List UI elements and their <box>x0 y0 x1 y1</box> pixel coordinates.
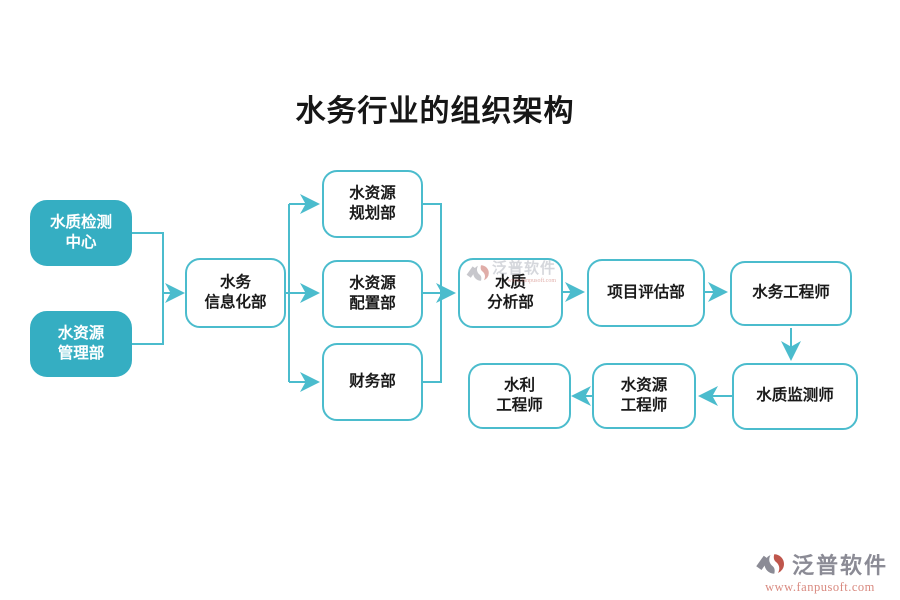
node-label: 水资源 管理部 <box>57 324 105 362</box>
org-node-finance-dept: 财务部 <box>322 343 423 421</box>
node-label: 水资源 工程师 <box>620 376 668 414</box>
org-node-quality-testing-center: 水质检测 中心 <box>30 200 132 266</box>
node-label: 水利 工程师 <box>496 376 543 414</box>
org-node-quality-monitor: 水质监测师 <box>732 363 858 430</box>
org-node-resource-planning-dept: 水资源 规划部 <box>322 170 423 238</box>
page-title: 水务行业的组织架构 <box>295 95 575 128</box>
org-node-water-resource-management: 水资源 管理部 <box>30 311 132 377</box>
brand-row: 泛普软件 <box>752 548 888 580</box>
org-node-water-informatization-dept: 水务 信息化部 <box>185 258 286 328</box>
fanpu-logo-icon <box>756 554 784 574</box>
org-node-water-engineer: 水务工程师 <box>730 261 852 326</box>
org-node-quality-analysis-dept: 水质 分析部 <box>458 258 563 328</box>
org-node-project-evaluation-dept: 项目评估部 <box>587 259 705 327</box>
node-label: 水质 分析部 <box>487 273 534 311</box>
node-label: 水质检测 中心 <box>49 213 112 251</box>
node-label: 水质监测师 <box>756 387 834 405</box>
org-node-resource-allocation-dept: 水资源 配置部 <box>322 260 423 328</box>
node-label: 水务工程师 <box>752 284 830 302</box>
node-label: 水资源 规划部 <box>349 184 396 222</box>
fanpu-brand-block: 泛普软件 www.fanpusoft.com <box>752 548 888 595</box>
node-label: 项目评估部 <box>607 283 685 301</box>
brand-url: www.fanpusoft.com <box>765 580 875 594</box>
org-node-resource-engineer: 水资源 工程师 <box>592 363 696 429</box>
brand-name: 泛普软件 <box>792 553 889 578</box>
node-label: 水务 信息化部 <box>204 273 267 311</box>
node-label: 水资源 配置部 <box>349 274 396 312</box>
org-node-hydraulic-engineer: 水利 工程师 <box>468 363 571 429</box>
node-label: 财务部 <box>349 372 396 390</box>
connector-merge-left <box>132 232 164 345</box>
